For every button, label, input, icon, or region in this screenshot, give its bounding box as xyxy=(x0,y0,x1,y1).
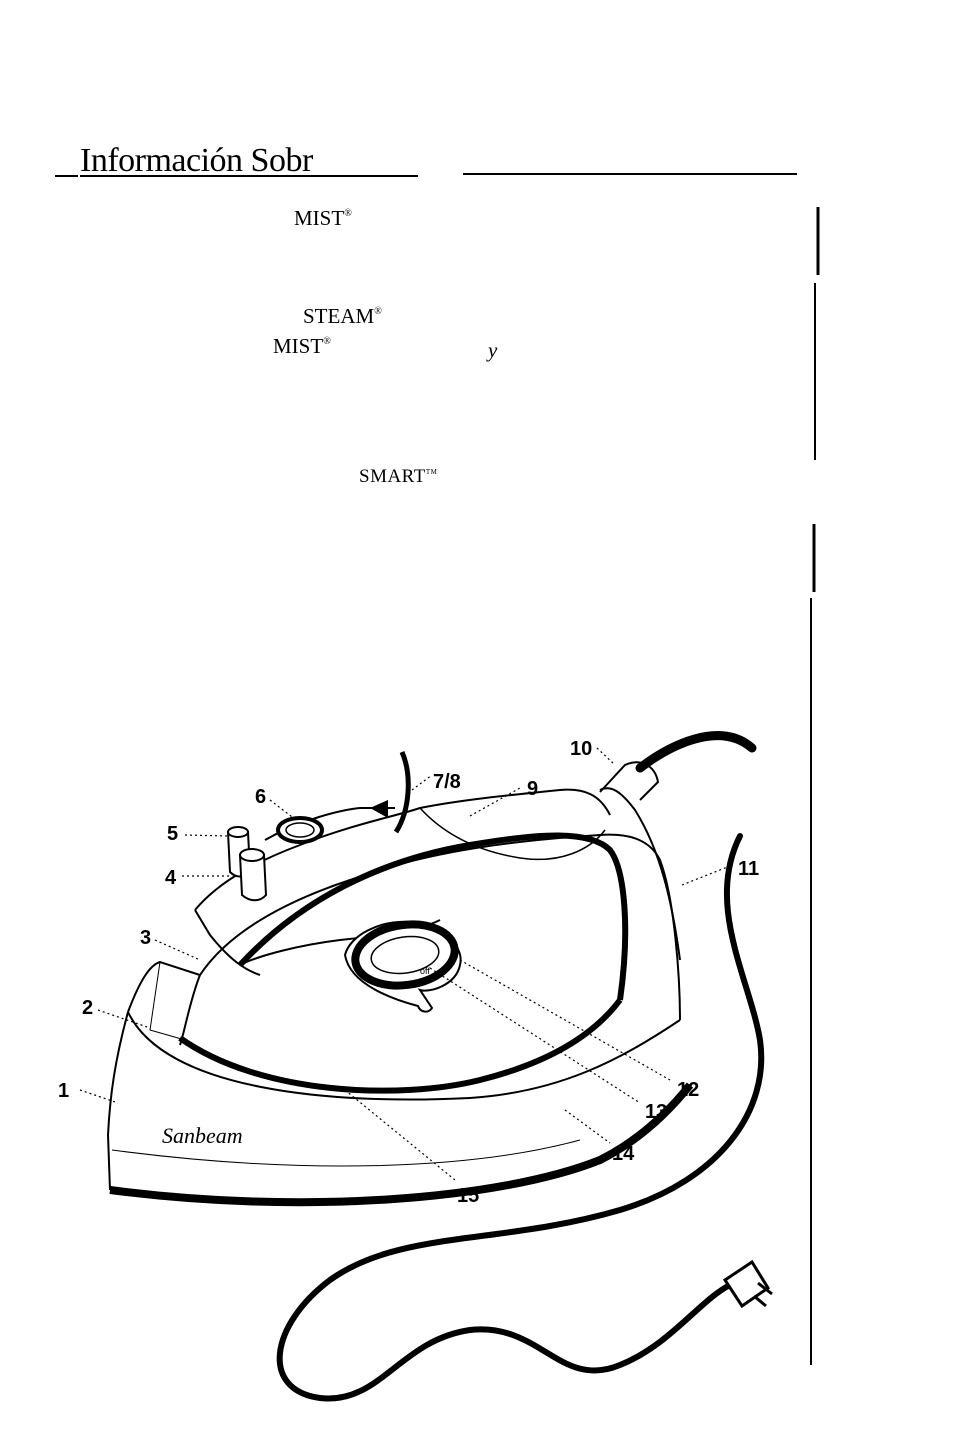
dial-text: off xyxy=(420,966,430,976)
callout-labels: 1 2 3 4 5 6 7/8 9 10 11 12 13 14 15 xyxy=(58,738,759,1207)
text-mist: MIST® xyxy=(294,206,352,230)
plug-icon xyxy=(722,1259,773,1309)
text-mist-2: MIST® xyxy=(273,334,331,358)
text-smart: SMARTTM xyxy=(359,466,438,487)
indicator-triangle xyxy=(370,800,388,818)
text-conjunction: y xyxy=(488,338,498,362)
callout-3: 3 xyxy=(140,927,151,949)
callout-10: 10 xyxy=(570,738,592,760)
callout-7-8: 7/8 xyxy=(433,771,461,793)
leader-lines xyxy=(79,747,731,1181)
indicator-arc xyxy=(393,751,411,834)
callout-2: 2 xyxy=(82,997,93,1019)
brand-logo: Sanbeam xyxy=(162,1123,243,1148)
temperature-dial-icon: off xyxy=(343,920,462,1013)
section-heading: Información Sobr xyxy=(80,142,313,179)
callout-13: 13 xyxy=(645,1101,667,1123)
callout-4: 4 xyxy=(165,867,177,889)
callout-15: 15 xyxy=(457,1185,479,1207)
callout-9: 9 xyxy=(527,778,538,800)
power-cord xyxy=(276,731,765,1402)
callout-14: 14 xyxy=(612,1143,635,1165)
callout-6: 6 xyxy=(255,786,266,808)
callout-12: 12 xyxy=(677,1079,699,1101)
callout-11: 11 xyxy=(738,858,759,880)
callout-5: 5 xyxy=(167,823,178,845)
callout-1: 1 xyxy=(58,1080,69,1102)
spray-buttons xyxy=(226,826,268,902)
text-steam: STEAM® xyxy=(303,304,382,328)
iron-body xyxy=(106,761,694,1207)
selector-6-icon xyxy=(276,816,324,844)
